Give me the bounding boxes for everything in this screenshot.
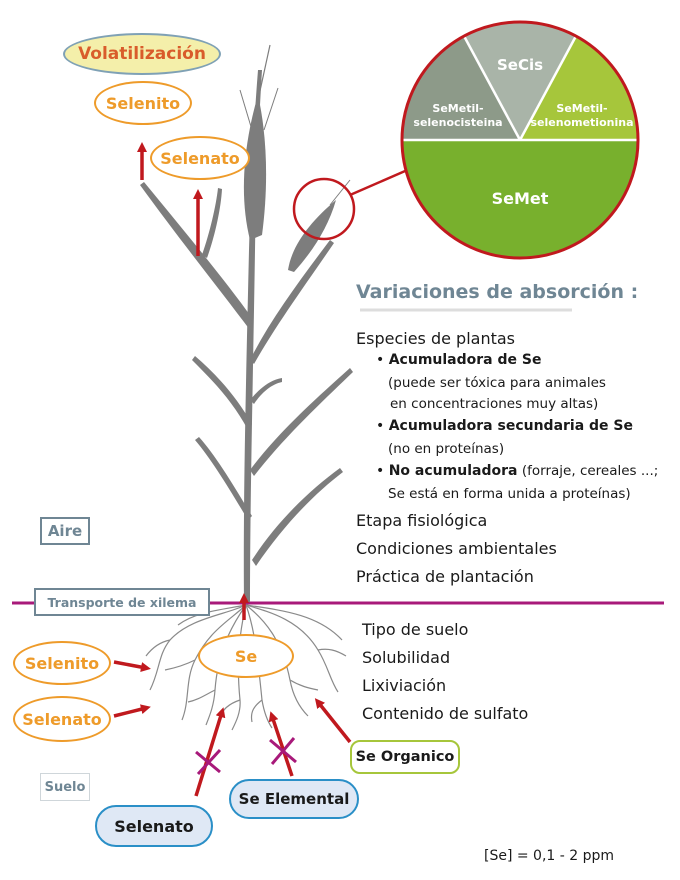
secondary-title: Acumuladora secundaria de Se — [388, 418, 634, 434]
pie-label-semet: SeMet — [492, 189, 549, 208]
zoom-connector — [349, 166, 413, 197]
roots — [145, 604, 347, 731]
factor-physiological: Etapa fisiológica — [356, 511, 488, 530]
factor-solubility: Solubilidad — [362, 648, 451, 667]
secondary-note: (no en proteínas) — [388, 441, 505, 457]
bullet-non-accumulator: • No acumuladora (forraje, cereales ...; — [376, 463, 659, 479]
concentration-note: [Se] = 0,1 - 2 ppm — [484, 848, 615, 864]
pie-label-semetil-cis-1: SeMetil- — [432, 102, 483, 115]
factor-plant-species: Especies de plantas — [356, 329, 515, 348]
accumulator-note-2: en concentraciones muy altas) — [390, 396, 599, 412]
wheat-head-main — [239, 44, 279, 240]
soil-uptake-arrows — [113, 660, 352, 797]
xylem-label: Transporte de xilema — [34, 588, 210, 616]
non-accumulator-title: No acumuladora — [388, 463, 518, 479]
pie-label-semetil-cis-2: selenocisteina — [413, 116, 502, 129]
accumulator-note-1: (puede ser tóxica para animales — [388, 375, 606, 391]
absorption-title: Variaciones de absorción : — [356, 281, 639, 303]
soil-selenito-badge: Selenito — [13, 641, 111, 685]
top-selenato-badge: Selenato — [150, 136, 250, 180]
factor-sulfate: Contenido de sulfato — [362, 704, 529, 723]
factor-leaching: Lixiviación — [362, 676, 447, 695]
soil-selenato-badge: Selenato — [13, 696, 111, 742]
zoom-circle — [292, 177, 356, 241]
se-organico-badge: Se Organico — [350, 740, 460, 774]
bullet-accumulator: • Acumuladora de Se — [376, 352, 542, 368]
non-accumulator-note-1: (forraje, cereales ...; — [521, 463, 659, 479]
root-se-badge: Se — [198, 634, 294, 678]
pie-label-semetil-met-1: SeMetil- — [556, 102, 607, 115]
pie-label-semetil-met-2: selenometionina — [531, 116, 634, 129]
plant — [140, 70, 353, 602]
volatilization-badge: Volatilización — [63, 33, 221, 75]
non-accumulator-note-2: Se está en forma unida a proteínas) — [388, 486, 631, 502]
se-elemental-badge: Se Elemental — [229, 779, 359, 819]
blocked-crosses — [195, 737, 297, 776]
bottom-selenato-badge: Selenato — [95, 805, 213, 847]
air-label: Aire — [40, 517, 90, 545]
selenium-compound-pie: SeCis SeMetil- selenocisteina SeMetil- s… — [400, 20, 640, 260]
factor-environment: Condiciones ambientales — [356, 539, 557, 558]
top-selenito-badge: Selenito — [94, 81, 192, 125]
soil-label: Suelo — [40, 773, 90, 801]
factor-soil-type: Tipo de suelo — [362, 620, 469, 639]
accumulator-title: Acumuladora de Se — [388, 352, 542, 368]
bullet-secondary: • Acumuladora secundaria de Se — [376, 418, 634, 434]
pie-label-secis: SeCis — [497, 56, 543, 74]
volatilization-arrows — [137, 142, 249, 620]
factor-planting-practice: Práctica de plantación — [356, 567, 534, 586]
